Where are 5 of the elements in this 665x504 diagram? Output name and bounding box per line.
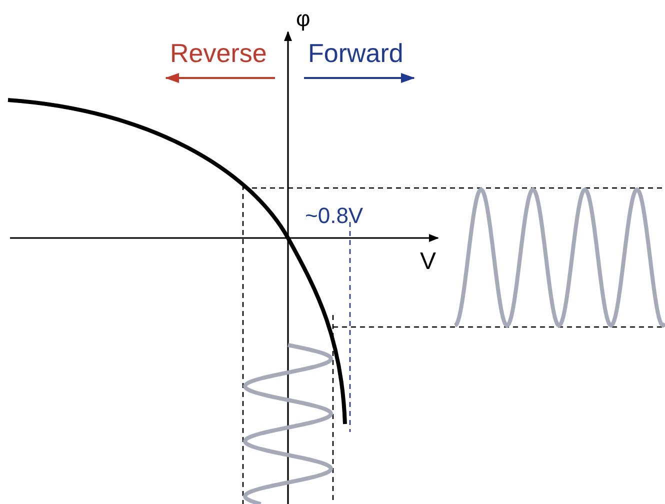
axis-label: V: [420, 250, 436, 274]
voltage-label: ~0.8V: [305, 205, 364, 227]
direction-label: Forward: [308, 40, 404, 66]
direction-label: Reverse: [170, 40, 267, 66]
axis-label: φ: [296, 8, 310, 30]
